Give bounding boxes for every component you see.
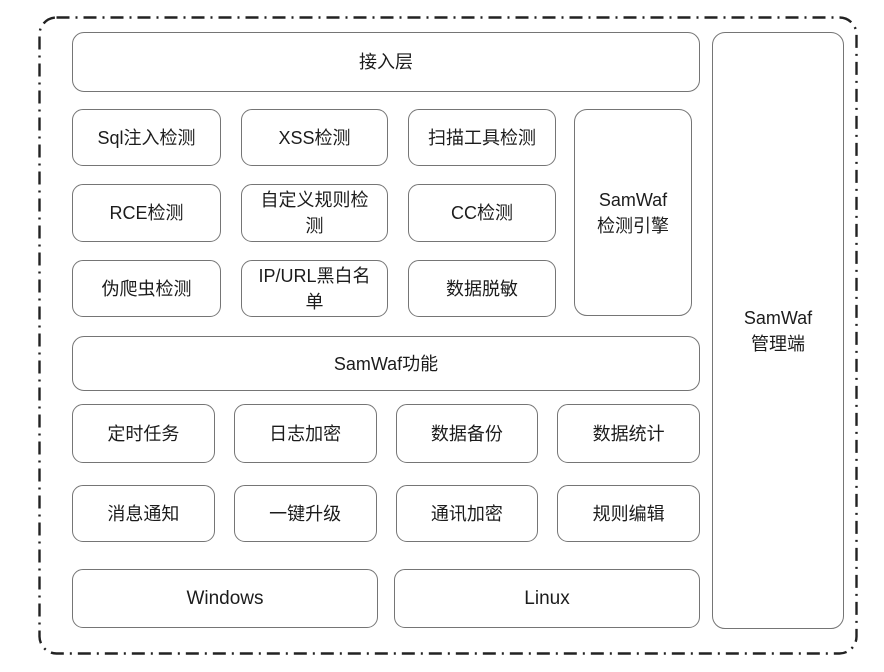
scanner-label: 扫描工具检测 [428,127,536,148]
box-log-encryption: 日志加密 [233,404,377,463]
box-communication-encryption: 通讯加密 [395,485,539,542]
box-samwaf-features-header: SamWaf功能 [72,336,700,391]
box-samwaf-management: SamWaf 管理端 [712,32,844,629]
box-rule-editing: 规则编辑 [557,485,700,542]
box-rce-detection: RCE检测 [72,184,221,242]
engine-label-line2: 检测引擎 [597,215,669,236]
box-data-masking: 数据脱敏 [408,260,556,317]
box-fake-crawler-detection: 伪爬虫检测 [72,260,221,317]
sql-injection-label: Sql注入检测 [97,127,196,148]
box-custom-rule-detection: 自定义规则检测 [241,184,388,242]
one-click-upgrade-label: 一键升级 [269,503,342,524]
features-row-2: 消息通知 一键升级 通讯加密 规则编辑 [72,485,700,542]
data-backup-label: 数据备份 [430,423,503,444]
data-masking-label: 数据脱敏 [446,278,518,299]
engine-label-line1: SamWaf [598,189,668,210]
data-statistics-label: 数据统计 [592,423,665,444]
scheduled-tasks-label: 定时任务 [107,423,180,444]
box-one-click-upgrade: 一键升级 [233,485,377,542]
box-scanner-tool-detection: 扫描工具检测 [408,109,556,166]
box-xss-detection: XSS检测 [241,109,388,166]
ip-url-list-label: IP/URL黑白名单 [258,265,371,312]
box-data-statistics: 数据统计 [557,404,700,463]
linux-label: Linux [524,587,570,609]
box-windows: Windows [72,569,378,628]
communication-encryption-label: 通讯加密 [430,503,503,524]
features-row-1: 定时任务 日志加密 数据备份 数据统计 [72,404,700,463]
detection-area: Sql注入检测 XSS检测 扫描工具检测 RCE检测 自定义规则检测 [72,109,700,317]
message-notification-label: 消息通知 [107,503,180,524]
main-column: 接入层 Sql注入检测 XSS检测 扫描工具检测 RCE检测 [72,32,700,629]
rule-editing-label: 规则编辑 [592,503,665,524]
windows-label: Windows [186,587,264,609]
box-access-layer: 接入层 [72,32,700,92]
platform-row: Windows Linux [72,569,700,628]
detection-grid: Sql注入检测 XSS检测 扫描工具检测 RCE检测 自定义规则检测 [72,109,556,317]
log-encryption-label: 日志加密 [269,423,342,444]
cc-label: CC检测 [451,203,513,223]
fake-crawler-label: 伪爬虫检测 [101,278,192,299]
features-header-label: SamWaf功能 [333,353,439,374]
management-label-line2: 管理端 [751,333,805,354]
box-cc-detection: CC检测 [408,184,556,242]
box-data-backup: 数据备份 [395,404,539,463]
box-sql-injection-detection: Sql注入检测 [72,109,221,166]
box-ip-url-blackwhite-list: IP/URL黑白名单 [241,260,388,317]
management-label-line1: SamWaf [743,307,813,328]
xss-label: XSS检测 [278,127,351,148]
box-linux: Linux [394,569,700,628]
diagram-content: 接入层 Sql注入检测 XSS检测 扫描工具检测 RCE检测 [72,32,844,629]
box-scheduled-tasks: 定时任务 [72,404,215,463]
box-samwaf-detection-engine: SamWaf 检测引擎 [574,109,692,316]
access-layer-label: 接入层 [359,52,413,72]
rce-label: RCE检测 [109,203,184,223]
custom-rule-label: 自定义规则检测 [260,190,369,236]
box-message-notification: 消息通知 [72,485,215,542]
